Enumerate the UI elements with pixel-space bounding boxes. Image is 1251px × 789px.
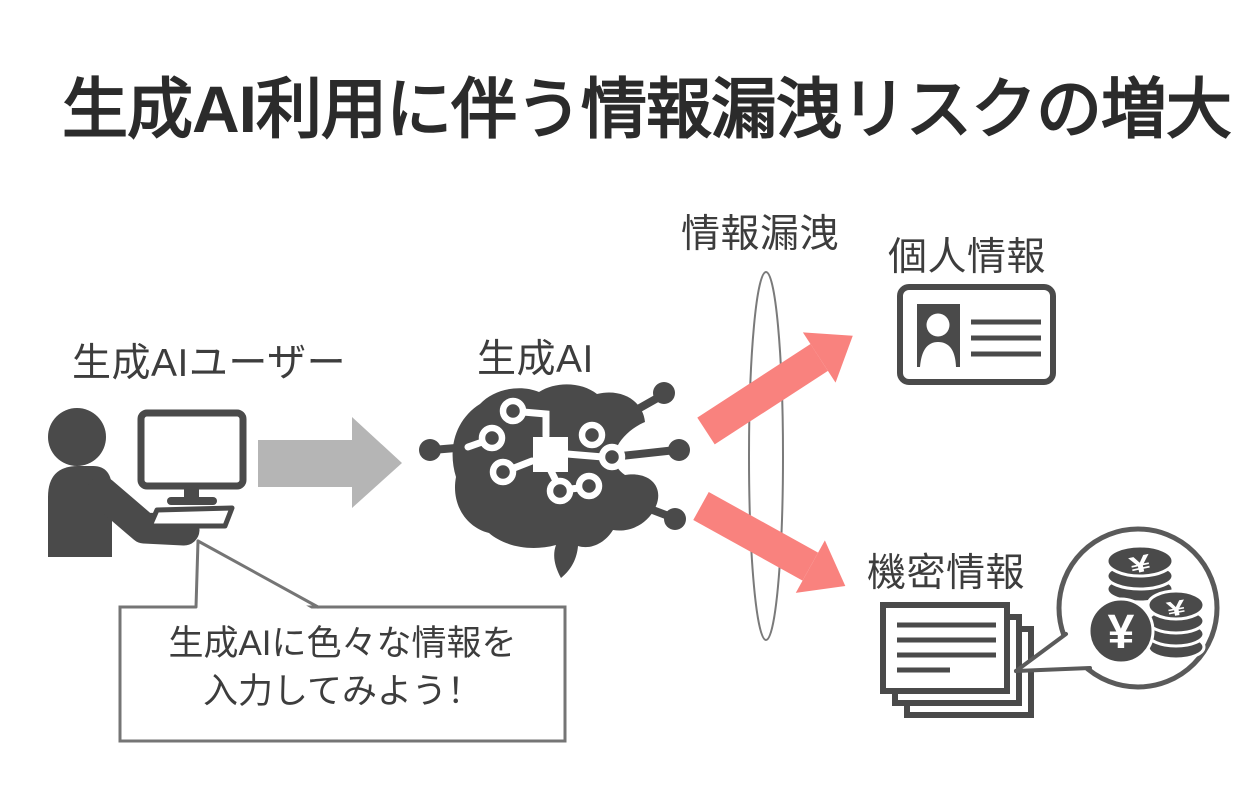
speech-bubble-text: 生成AIに色々な情報を 入力してみよう！ bbox=[122, 620, 563, 716]
ai-brain-icon bbox=[419, 382, 690, 578]
leak-ellipse bbox=[748, 271, 784, 641]
leak-arrow-up-icon bbox=[697, 332, 853, 445]
stacked-documents-icon bbox=[880, 602, 1034, 718]
label-information-leak: 情報漏洩 bbox=[681, 213, 840, 256]
speech-bubble-line1: 生成AIに色々な情報を bbox=[168, 624, 517, 663]
label-generative-ai-user: 生成AIユーザー bbox=[72, 342, 347, 385]
label-confidential-info: 機密情報 bbox=[867, 552, 1026, 595]
label-personal-info: 個人情報 bbox=[888, 236, 1047, 279]
right-block-arrow-icon bbox=[258, 417, 402, 508]
label-generative-ai: 生成AI bbox=[477, 338, 594, 381]
yen-symbol: ¥ bbox=[1165, 595, 1188, 622]
yen-coins-bubble-icon: ¥ ¥ ¥ bbox=[1014, 526, 1220, 690]
speech-bubble bbox=[118, 539, 567, 743]
leak-arrow-down-icon bbox=[693, 492, 846, 593]
id-card-icon bbox=[897, 284, 1056, 385]
coin-stack-left-icon: ¥ bbox=[1105, 544, 1175, 604]
speech-bubble-line2: 入力してみよう！ bbox=[203, 671, 482, 711]
person-at-computer-icon bbox=[48, 408, 200, 557]
keyboard-icon bbox=[147, 505, 235, 529]
coin-front-icon: ¥ bbox=[1087, 597, 1155, 665]
monitor-icon bbox=[137, 409, 247, 529]
page-title: 生成AI利用に伴う情報漏洩リスクの増大 bbox=[62, 72, 1232, 146]
coin-stack-right-icon: ¥ bbox=[1146, 589, 1206, 661]
yen-symbol: ¥ bbox=[1108, 606, 1135, 659]
